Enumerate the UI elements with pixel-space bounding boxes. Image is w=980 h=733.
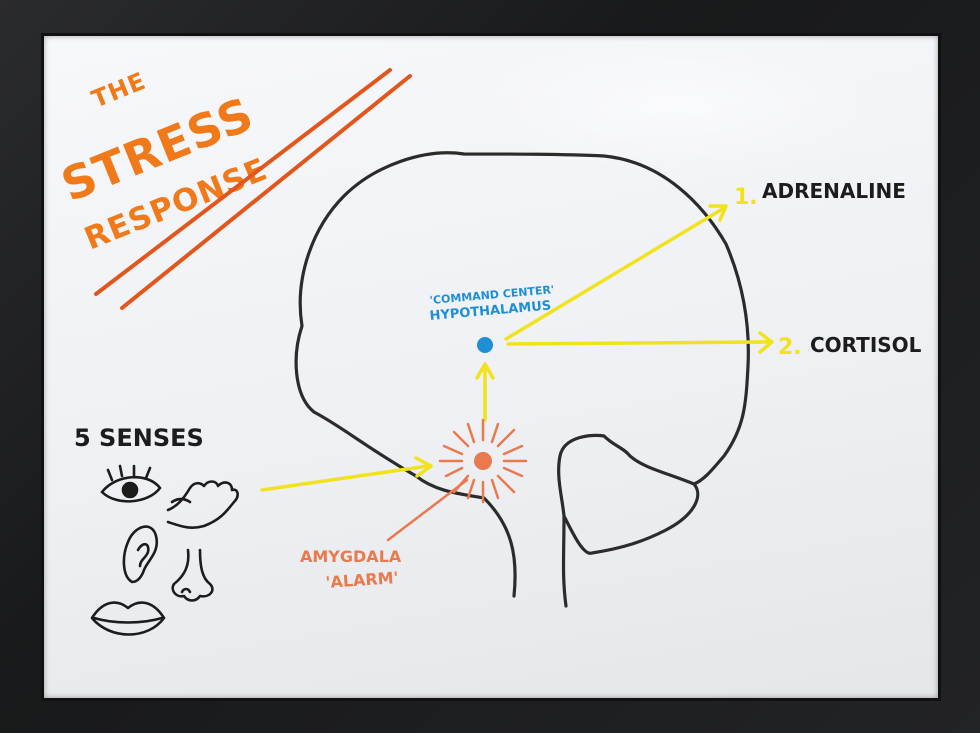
amygdala-group: AMYGDALA 'ALARM' bbox=[300, 418, 528, 592]
ear-icon bbox=[122, 525, 159, 584]
title-group: THE STRESS RESPONSE bbox=[54, 67, 412, 310]
title-the: THE bbox=[88, 67, 150, 114]
title-underline-1 bbox=[94, 68, 392, 296]
amygdala-pointer bbox=[386, 478, 469, 542]
stress-response-diagram: THE STRESS RESPONSE bbox=[54, 67, 922, 636]
output-label-cortisol: CORTISOL bbox=[810, 333, 922, 357]
brain-outline bbox=[294, 151, 750, 608]
amygdala-tag: 'ALARM' bbox=[325, 568, 399, 592]
senses-label: 5 SENSES bbox=[74, 424, 204, 452]
hypothalamus-to-adrenaline-arrow bbox=[504, 204, 728, 341]
hypothalamus-to-cortisol-arrow bbox=[506, 331, 774, 354]
amygdala-rays bbox=[438, 418, 528, 504]
output-label-adrenaline: ADRENALINE bbox=[762, 179, 906, 203]
lips-icon bbox=[90, 601, 166, 636]
amygdala-to-hypothalamus-arrow bbox=[475, 362, 495, 422]
hypothalamus-dot bbox=[477, 337, 493, 353]
whiteboard: THE STRESS RESPONSE bbox=[44, 36, 938, 698]
title-underline-2 bbox=[120, 74, 412, 310]
eye-icon bbox=[100, 464, 162, 503]
output-adrenaline: 1. ADRENALINE bbox=[734, 179, 906, 210]
output-number-1: 1. bbox=[734, 185, 758, 210]
senses-to-amygdala-arrow bbox=[260, 456, 433, 492]
amygdala-name: AMYGDALA bbox=[300, 547, 402, 566]
output-number-2: 2. bbox=[778, 335, 802, 360]
amygdala-dot bbox=[474, 452, 492, 470]
nose-icon bbox=[171, 548, 214, 602]
hand-icon bbox=[166, 480, 239, 529]
output-cortisol: 2. CORTISOL bbox=[778, 333, 922, 360]
